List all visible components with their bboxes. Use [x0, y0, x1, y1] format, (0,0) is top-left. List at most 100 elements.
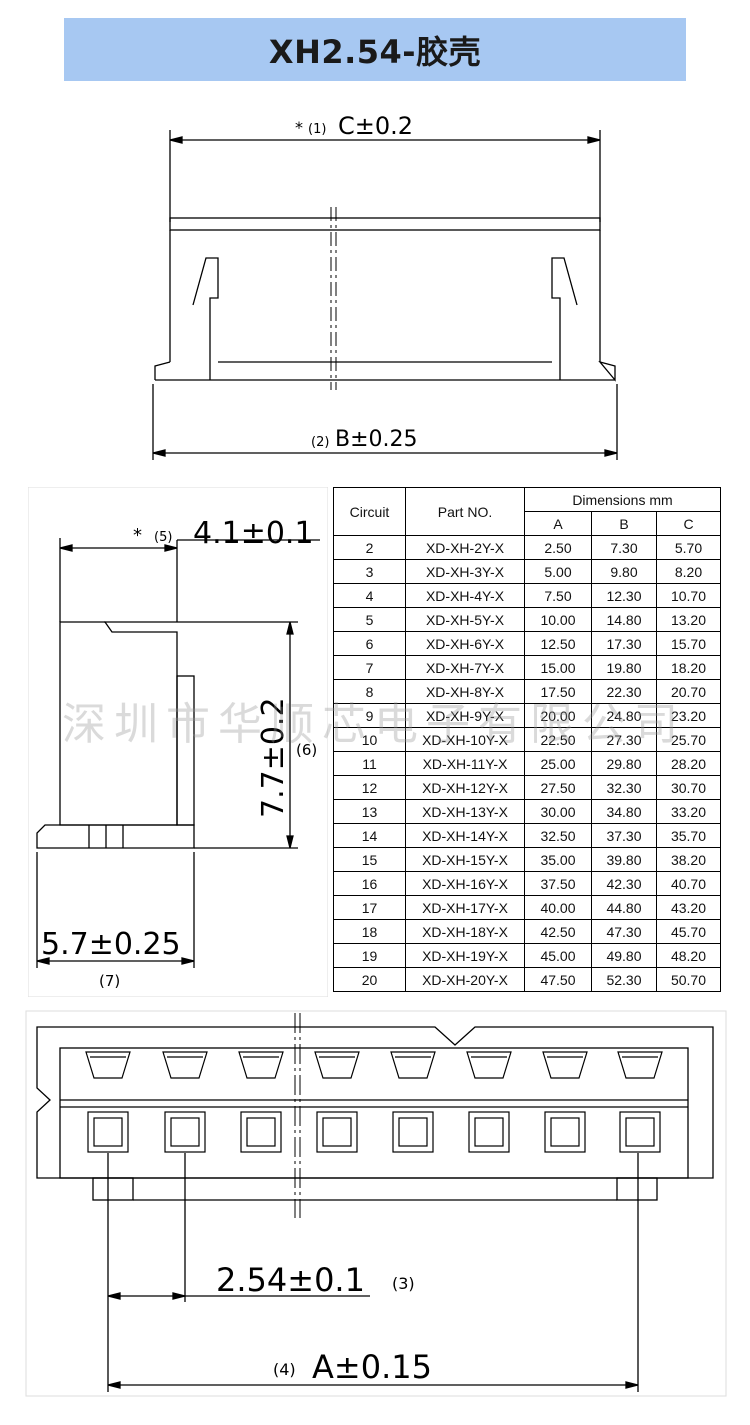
cell-circuit: 2 — [333, 535, 406, 560]
cell-dim-c: 23.20 — [656, 703, 721, 728]
cell-dim-a: 47.50 — [524, 967, 592, 992]
cell-dim-c: 45.70 — [656, 919, 721, 944]
col-header-b: B — [591, 511, 657, 536]
cell-dim-a: 15.00 — [524, 655, 592, 680]
cell-circuit: 10 — [333, 727, 406, 752]
cell-circuit: 4 — [333, 583, 406, 608]
cell-dim-a: 17.50 — [524, 679, 592, 704]
cell-dim-a: 40.00 — [524, 895, 592, 920]
cell-dim-b: 47.30 — [591, 919, 657, 944]
pin-cavity — [240, 1111, 282, 1153]
cell-dim-b: 17.30 — [591, 631, 657, 656]
cell-dim-c: 40.70 — [656, 871, 721, 896]
cell-circuit: 20 — [333, 967, 406, 992]
latch-slot — [466, 1051, 512, 1079]
cell-part-no: XD-XH-8Y-X — [405, 679, 525, 704]
pin-cavity-inner — [322, 1117, 352, 1147]
cell-dim-c: 38.20 — [656, 847, 721, 872]
cell-circuit: 3 — [333, 559, 406, 584]
cell-dim-c: 15.70 — [656, 631, 721, 656]
cell-dim-a: 42.50 — [524, 919, 592, 944]
cell-part-no: XD-XH-20Y-X — [405, 967, 525, 992]
cell-dim-a: 27.50 — [524, 775, 592, 800]
cell-dim-b: 37.30 — [591, 823, 657, 848]
cell-dim-a: 32.50 — [524, 823, 592, 848]
cell-circuit: 15 — [333, 847, 406, 872]
cell-dim-a: 30.00 — [524, 799, 592, 824]
dim-pitch-label: 2.54±0.1 — [216, 1261, 365, 1299]
cell-dim-b: 19.80 — [591, 655, 657, 680]
pin-cavity-inner — [550, 1117, 580, 1147]
cell-circuit: 9 — [333, 703, 406, 728]
cell-dim-c: 25.70 — [656, 727, 721, 752]
latch-slot — [617, 1051, 663, 1079]
cell-dim-c: 5.70 — [656, 535, 721, 560]
cell-dim-c: 50.70 — [656, 967, 721, 992]
pin-cavity — [392, 1111, 434, 1153]
col-header-a: A — [524, 511, 592, 536]
cell-dim-c: 28.20 — [656, 751, 721, 776]
pin-cavity-inner — [246, 1117, 276, 1147]
dim-width-mark: * — [133, 525, 142, 546]
cell-dim-a: 5.00 — [524, 559, 592, 584]
cell-part-no: XD-XH-16Y-X — [405, 871, 525, 896]
cell-dim-c: 20.70 — [656, 679, 721, 704]
cell-part-no: XD-XH-15Y-X — [405, 847, 525, 872]
cell-part-no: XD-XH-4Y-X — [405, 583, 525, 608]
dim-a-index: (4) — [273, 1360, 296, 1379]
dim-b-index: (2) — [311, 435, 329, 450]
watermark-text: 深圳市华顺芯电子有限公司 — [62, 699, 686, 750]
cell-dim-b: 9.80 — [591, 559, 657, 584]
dim-base-label: 5.7±0.25 — [41, 927, 181, 962]
cell-circuit: 17 — [333, 895, 406, 920]
cell-part-no: XD-XH-9Y-X — [405, 703, 525, 728]
cell-dim-b: 32.30 — [591, 775, 657, 800]
dim-c-mark: * — [295, 118, 303, 137]
cell-dim-a: 25.00 — [524, 751, 592, 776]
cell-circuit: 14 — [333, 823, 406, 848]
pin-cavity-inner — [625, 1117, 655, 1147]
cell-part-no: XD-XH-19Y-X — [405, 943, 525, 968]
latch-slot — [85, 1051, 131, 1079]
cell-circuit: 16 — [333, 871, 406, 896]
cell-dim-a: 12.50 — [524, 631, 592, 656]
cell-part-no: XD-XH-11Y-X — [405, 751, 525, 776]
cell-dim-b: 14.80 — [591, 607, 657, 632]
pin-cavity-inner — [93, 1117, 123, 1147]
cell-circuit: 11 — [333, 751, 406, 776]
page-title: XH2.54-胶壳 — [268, 32, 482, 71]
cell-dim-c: 43.20 — [656, 895, 721, 920]
cell-dim-c: 10.70 — [656, 583, 721, 608]
pin-cavity — [619, 1111, 661, 1153]
cell-part-no: XD-XH-10Y-X — [405, 727, 525, 752]
pin-cavity — [316, 1111, 358, 1153]
cell-part-no: XD-XH-2Y-X — [405, 535, 525, 560]
dim-pitch-index: (3) — [392, 1274, 415, 1293]
dim-base-index: (7) — [99, 972, 120, 990]
cell-dim-a: 22.50 — [524, 727, 592, 752]
dim-width-label: 4.1±0.1 — [193, 516, 314, 551]
dim-height-index: (6) — [296, 741, 317, 759]
cell-dim-c: 18.20 — [656, 655, 721, 680]
cell-dim-c: 48.20 — [656, 943, 721, 968]
cell-dim-c: 30.70 — [656, 775, 721, 800]
cell-part-no: XD-XH-6Y-X — [405, 631, 525, 656]
cell-dim-b: 27.30 — [591, 727, 657, 752]
cell-dim-c: 33.20 — [656, 799, 721, 824]
cell-dim-a: 37.50 — [524, 871, 592, 896]
dim-c-label: C±0.2 — [338, 112, 413, 140]
latch-slot — [390, 1051, 436, 1079]
cell-dim-b: 24.80 — [591, 703, 657, 728]
pin-cavity-inner — [398, 1117, 428, 1147]
pin-cavity-inner — [474, 1117, 504, 1147]
